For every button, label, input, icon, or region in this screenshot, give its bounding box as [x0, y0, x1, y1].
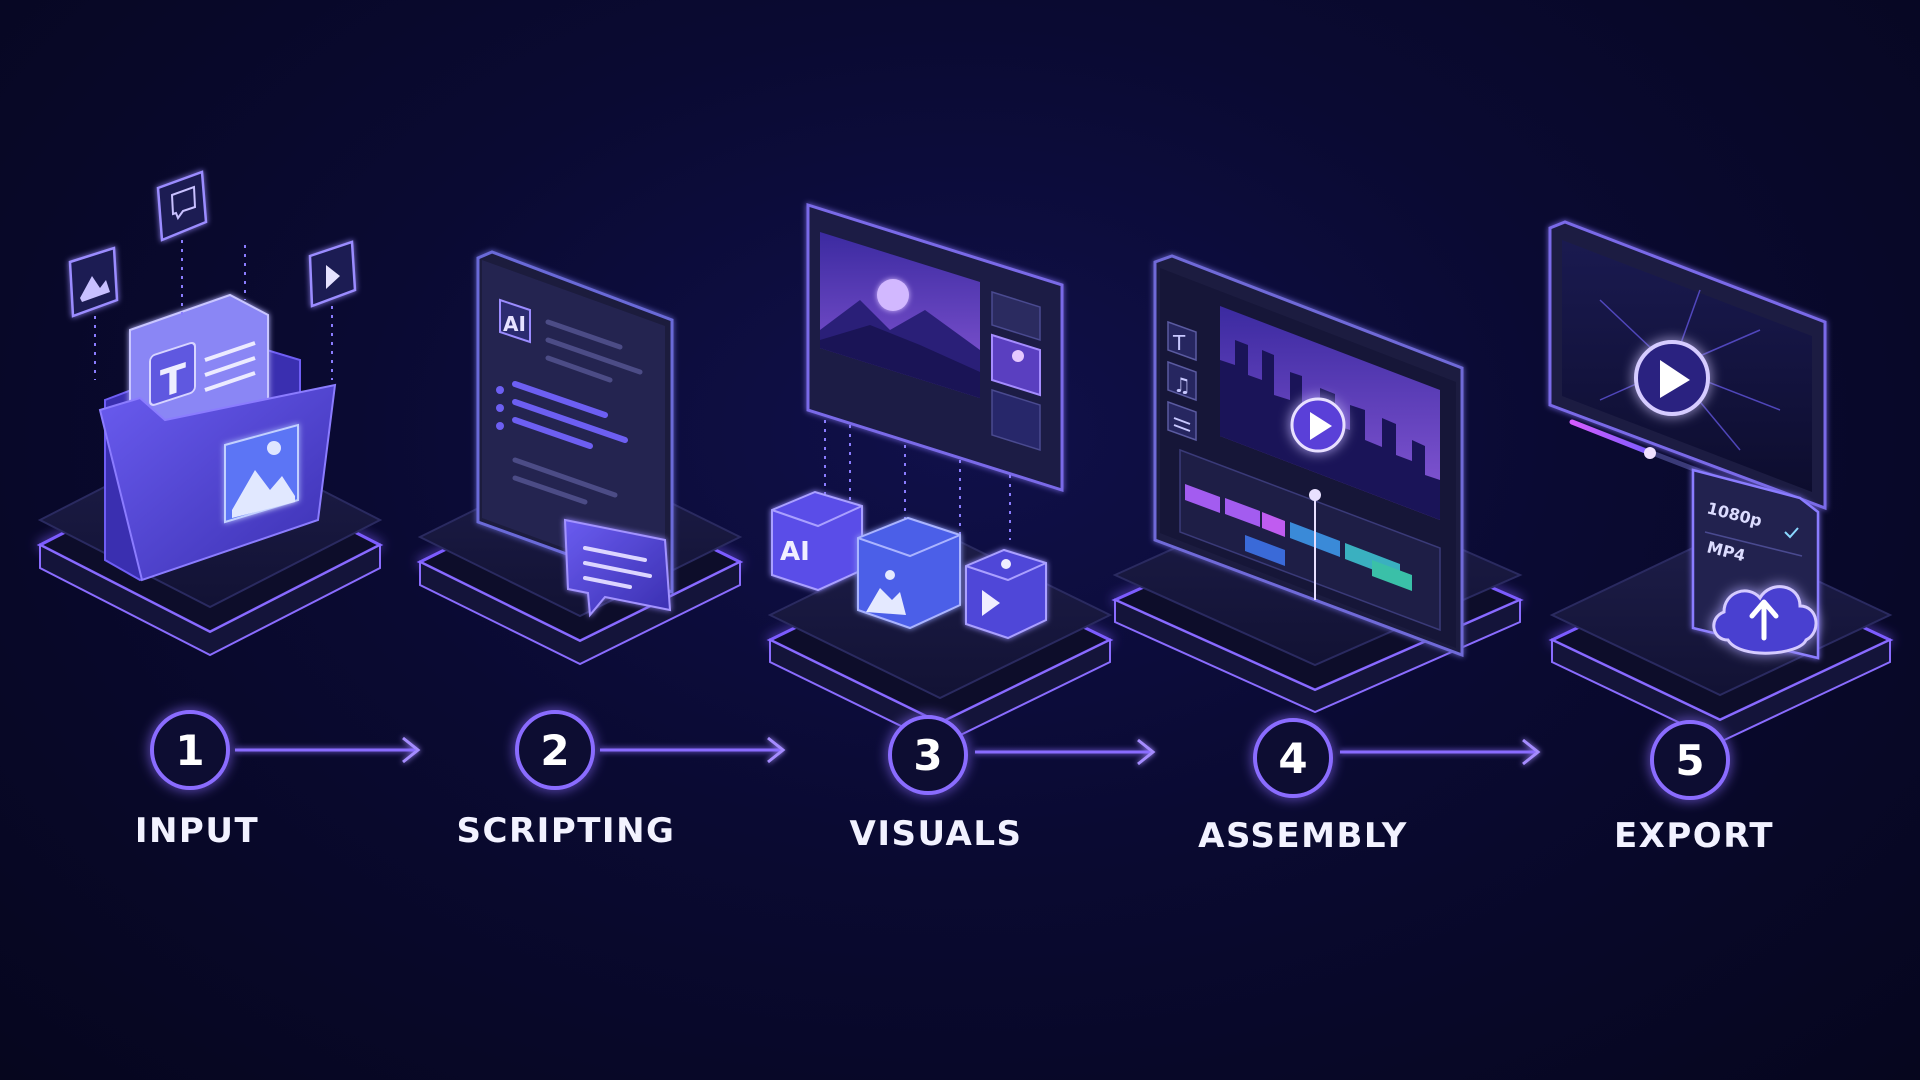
step-badge-4: 4: [1253, 718, 1333, 798]
arrow-2-to-3: [600, 736, 786, 764]
svg-text:♫: ♫: [1173, 373, 1191, 397]
step-badge-3: 3: [888, 715, 968, 795]
image-cube-icon: [857, 516, 961, 630]
step-5-illustration: 1080p MP4: [1548, 220, 1894, 744]
step-1-illustration: T: [36, 170, 384, 657]
step-2-illustration: AI: [416, 250, 744, 666]
step-badge-5: 5: [1650, 720, 1730, 800]
timeline-editor-monitor: T ♫: [1153, 254, 1464, 658]
ai-badge-text: AI: [503, 312, 526, 336]
step-label-5: EXPORT: [1614, 816, 1774, 856]
chat-bubble-icon: [563, 518, 672, 618]
step-badge-1: 1: [150, 710, 230, 790]
step-label-1: INPUT: [135, 811, 259, 851]
image-preview-monitor: [806, 202, 1064, 493]
arrow-4-to-5: [1340, 738, 1541, 766]
step-badge-2: 2: [515, 710, 595, 790]
play-icon: [1290, 397, 1346, 453]
arrow-3-to-4: [975, 738, 1156, 766]
step-number-4: 4: [1278, 734, 1307, 783]
image-icon: [224, 423, 299, 524]
step-4-illustration: T ♫: [1111, 254, 1524, 714]
cloud-upload-icon: [1712, 585, 1818, 655]
step-number-3: 3: [913, 731, 942, 780]
ai-cube-icon: AI: [771, 490, 863, 592]
music-tool-icon: ♫: [1167, 360, 1197, 402]
step-label-2: SCRIPTING: [457, 811, 676, 851]
step-3-illustration: AI: [766, 202, 1114, 747]
step-label-3: VISUALS: [850, 814, 1023, 854]
step-number-1: 1: [175, 726, 204, 775]
step-number-2: 2: [540, 726, 569, 775]
menu-tool-icon: [1167, 400, 1197, 442]
arrow-1-to-2: [235, 736, 421, 764]
play-icon: [1634, 340, 1710, 416]
step-label-4: ASSEMBLY: [1198, 816, 1408, 856]
ai-badge-icon: AI: [499, 298, 531, 344]
text-tool-icon: T: [1167, 320, 1197, 362]
svg-text:T: T: [1172, 331, 1186, 355]
ai-cube-text: AI: [780, 537, 810, 567]
play-icon: [308, 240, 357, 308]
svg-text:T: T: [160, 355, 186, 407]
chat-bubble-icon: [156, 170, 208, 242]
step-number-5: 5: [1675, 736, 1704, 785]
video-player-monitor: [1548, 220, 1827, 513]
script-document-icon: AI: [476, 250, 674, 595]
image-icon: [68, 246, 119, 318]
play-cube-icon: [965, 548, 1047, 640]
